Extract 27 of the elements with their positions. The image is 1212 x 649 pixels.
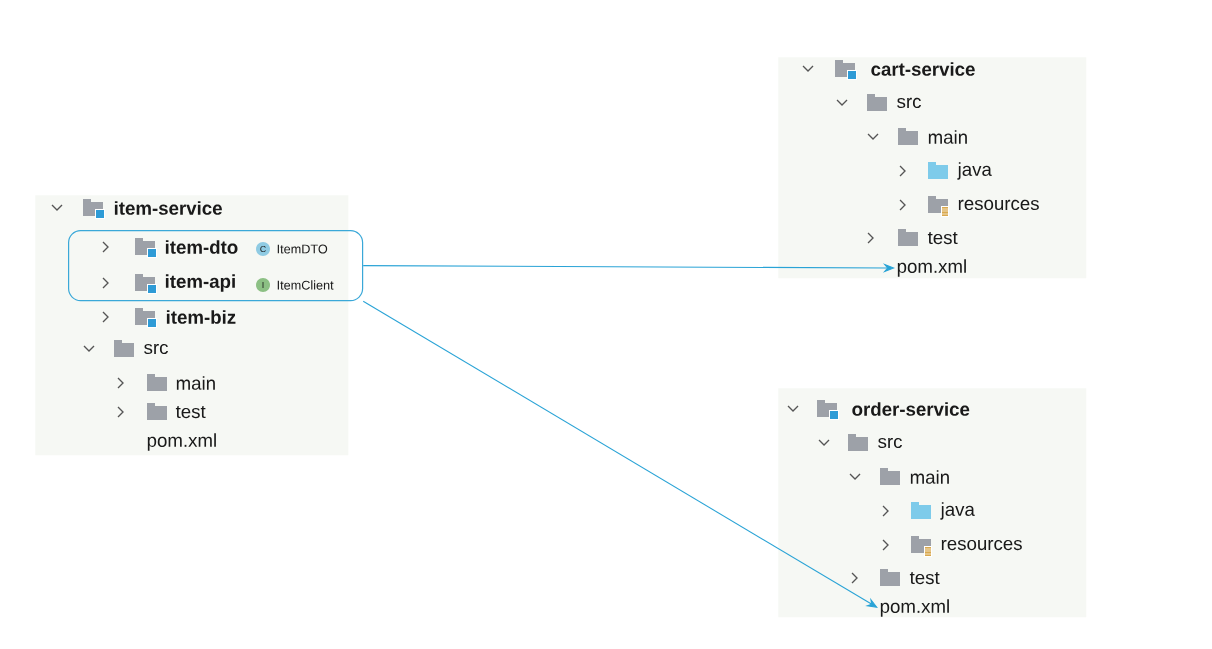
file-name: main — [910, 470, 949, 484]
module-name: item-service — [114, 201, 222, 215]
file-name: main — [176, 376, 215, 390]
class-name: ItemDTO — [277, 244, 328, 254]
module-name: order-service — [852, 402, 970, 416]
file-name: pom.xml — [897, 259, 966, 277]
file-name: src — [897, 97, 921, 109]
file-name: src — [144, 343, 168, 355]
file-name: resources — [958, 199, 1039, 211]
arrow — [362, 300, 878, 608]
module-name: cart-service — [871, 62, 975, 76]
file-name: resources — [941, 539, 1022, 551]
module-name: item-dto — [165, 240, 238, 254]
class-name: ItemClient — [277, 280, 334, 290]
type-badge: C — [256, 242, 270, 256]
file-name: pom.xml — [880, 599, 949, 617]
file-name: pom.xml — [147, 433, 216, 451]
type-badge: I — [256, 278, 270, 292]
file-name: test — [927, 231, 958, 245]
file-name: java — [957, 162, 992, 180]
file-name: java — [940, 502, 975, 520]
file-name: main — [928, 130, 967, 144]
file-name: test — [175, 405, 206, 419]
file-name: test — [909, 571, 940, 585]
module-name: item-biz — [166, 310, 236, 324]
file-name: src — [878, 437, 902, 449]
module-name: item-api — [165, 274, 235, 292]
